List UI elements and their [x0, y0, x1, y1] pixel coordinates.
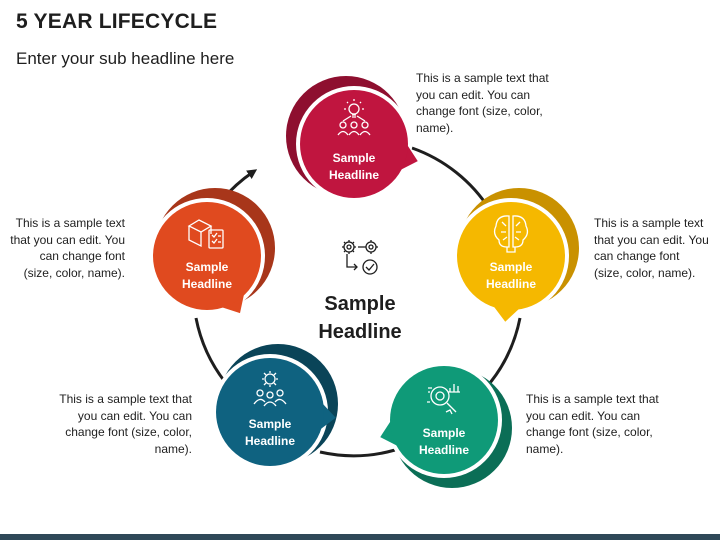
- bottom-bar: [0, 534, 720, 540]
- node-right-disc: [457, 202, 565, 310]
- center-label-line2: Headline: [318, 321, 401, 343]
- node-bottom-left-label-line2: Headline: [245, 434, 295, 448]
- node-bottom-right-disc: [390, 366, 498, 474]
- node-left-label-line2: Headline: [182, 277, 232, 291]
- node-left: [149, 188, 275, 314]
- node-bottom-left: [212, 344, 338, 470]
- center-label-line1: Sample: [324, 293, 395, 315]
- description-bottom-left: This is a sample text that you can edit.…: [59, 392, 192, 457]
- gears-process-icon: [342, 240, 378, 275]
- node-labels: Sample Headline Sample Headline Sample H…: [182, 151, 536, 457]
- description-bottom-right: This is a sample text that you can edit.…: [526, 392, 659, 457]
- description-right: This is a sample text that you can edit.…: [594, 216, 709, 281]
- node-right-label-line1: Sample: [490, 260, 533, 274]
- page-title: 5 YEAR LIFECYCLE: [16, 10, 218, 33]
- node-left-label-line1: Sample: [186, 260, 229, 274]
- node-top-label-line1: Sample: [333, 151, 376, 165]
- page-subtitle: Enter your sub headline here: [16, 49, 235, 68]
- node-bottom-right: [380, 362, 512, 488]
- idea-team-icon: [337, 99, 371, 136]
- box-checklist-icon: [187, 219, 224, 249]
- node-right: [453, 188, 579, 322]
- description-left: This is a sample text that you can edit.…: [10, 216, 125, 281]
- node-left-disc: [153, 202, 261, 310]
- center-icon: [342, 240, 378, 275]
- node-right-label-line2: Headline: [486, 277, 536, 291]
- node-top: [286, 76, 418, 202]
- node-bottom-left-label-line1: Sample: [249, 417, 292, 431]
- analysis-magnifier-icon: [427, 384, 460, 415]
- brain-icon: [493, 215, 529, 253]
- node-bottom-left-disc: [216, 358, 324, 466]
- node-top-disc: [300, 90, 408, 198]
- description-top: This is a sample text that you can edit.…: [416, 71, 549, 136]
- node-bottom-right-label-line1: Sample: [423, 426, 466, 440]
- node-top-label-line2: Headline: [329, 168, 379, 182]
- node-bottom-right-label-line2: Headline: [419, 443, 469, 457]
- team-gear-icon: [253, 371, 287, 407]
